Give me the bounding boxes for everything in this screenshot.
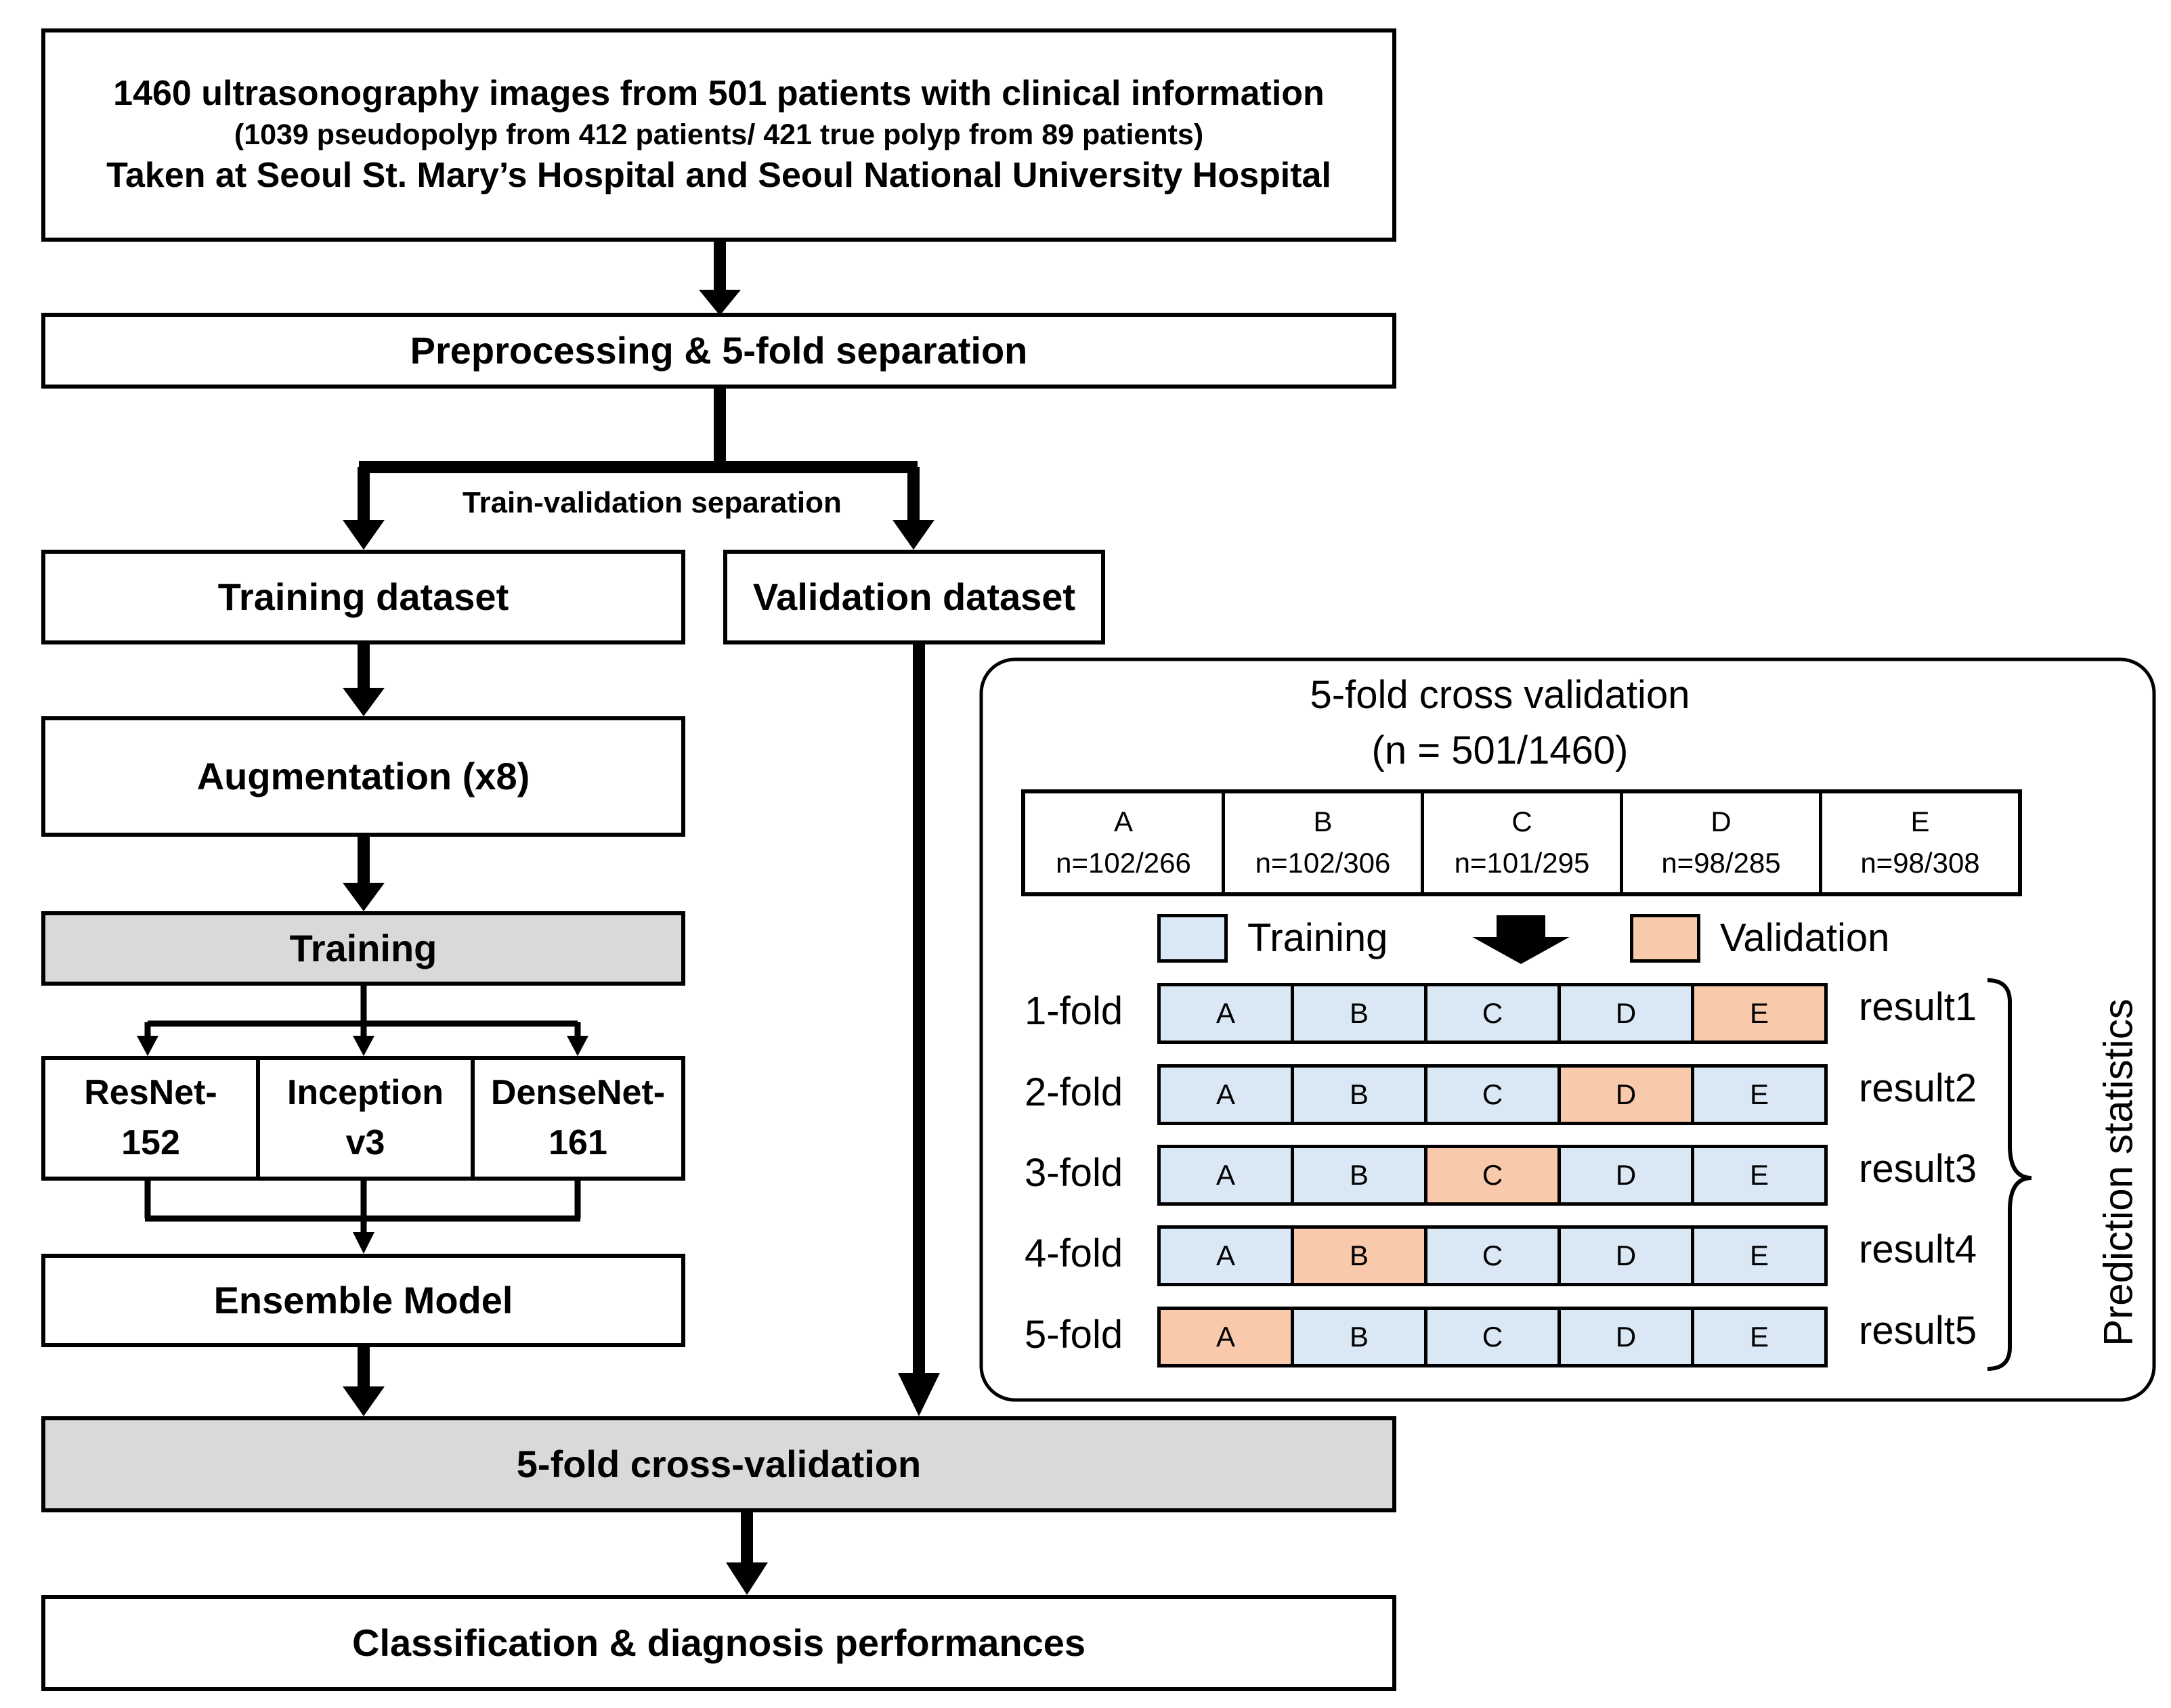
densenet-161-box: DenseNet- 161	[471, 1056, 685, 1181]
inset-down-arrow	[1472, 915, 1570, 964]
augmentation-box: Augmentation (x8)	[41, 716, 685, 837]
fold-result-label: result3	[1859, 1147, 1977, 1191]
preprocessing-box: Preprocessing & 5-fold separation	[41, 313, 1396, 389]
fold-cell-training: E	[1691, 1307, 1828, 1367]
fold-cell-training: B	[1291, 983, 1427, 1044]
fold-cell-validation: B	[1291, 1225, 1427, 1286]
fold-cell-training: B	[1291, 1145, 1427, 1206]
split-d: D n=98/285	[1623, 793, 1822, 892]
fold-label: 3-fold	[1025, 1151, 1123, 1195]
fold-cell-training: D	[1557, 1145, 1694, 1206]
fold-label: 4-fold	[1025, 1231, 1123, 1275]
training-box: Training	[41, 911, 685, 986]
legend-training-swatch	[1157, 914, 1228, 963]
fold-result-label: result5	[1859, 1309, 1977, 1353]
source-line-1: 1460 ultrasonography images from 501 pat…	[113, 73, 1325, 113]
performance-label: Classification & diagnosis performances	[352, 1621, 1086, 1664]
train-validation-separation-label: Train-validation separation	[463, 486, 842, 519]
training-dataset-label: Training dataset	[217, 575, 509, 618]
fold-cell-training: A	[1157, 983, 1294, 1044]
legend-validation-swatch	[1630, 914, 1700, 963]
validation-dataset-box: Validation dataset	[723, 550, 1105, 644]
fold-cell-training: A	[1157, 1064, 1294, 1125]
split-a: A n=102/266	[1025, 793, 1225, 892]
source-data-box: 1460 ultrasonography images from 501 pat…	[41, 28, 1396, 242]
fold-cell-training: C	[1424, 1225, 1561, 1286]
fold-cell-validation: E	[1691, 983, 1828, 1044]
fold-cell-training: D	[1557, 1225, 1694, 1286]
fold-cell-training: B	[1291, 1064, 1427, 1125]
source-line-2: (1039 pseudopolyp from 412 patients/ 421…	[234, 118, 1204, 151]
fold-label: 5-fold	[1025, 1313, 1123, 1357]
fold-cell-training: E	[1691, 1225, 1828, 1286]
arrow-to-training-dataset	[343, 520, 385, 550]
inset-title: 5-fold cross validation	[1310, 673, 1690, 717]
fold-cell-training: E	[1691, 1145, 1828, 1206]
source-line-3: Taken at Seoul St. Mary’s Hospital and S…	[106, 156, 1331, 196]
ensemble-model-label: Ensemble Model	[213, 1278, 513, 1321]
arrow-to-validation-dataset	[893, 520, 934, 550]
fold-cell-training: D	[1557, 1307, 1694, 1367]
inception-v3-box: Inception v3	[256, 1056, 475, 1181]
prediction-statistics-label: Prediction statistics	[2095, 999, 2141, 1346]
training-dataset-box: Training dataset	[41, 550, 685, 644]
fold-cell-training: A	[1157, 1145, 1294, 1206]
legend-training-label: Training	[1247, 916, 1388, 960]
fold-cell-training: B	[1291, 1307, 1427, 1367]
split-summary-table: A n=102/266 B n=102/306 C n=101/295 D n=…	[1021, 789, 2022, 896]
split-e: E n=98/308	[1860, 806, 1980, 879]
fold-cell-validation: D	[1557, 1064, 1694, 1125]
augmentation-label: Augmentation (x8)	[196, 754, 530, 797]
fold-cell-validation: A	[1157, 1307, 1294, 1367]
inset-frame	[979, 657, 2156, 1402]
fold-result-label: result1	[1859, 985, 1977, 1029]
fold-cell-training: C	[1424, 983, 1561, 1044]
fold-label: 1-fold	[1025, 989, 1123, 1033]
cross-validation-box: 5-fold cross-validation	[41, 1416, 1396, 1512]
performance-box: Classification & diagnosis performances	[41, 1595, 1396, 1691]
prediction-brace	[1987, 978, 2032, 1371]
split-b: B n=102/306	[1225, 793, 1424, 892]
ensemble-model-box: Ensemble Model	[41, 1254, 685, 1347]
legend-validation-label: Validation	[1720, 916, 1890, 960]
fold-cell-validation: C	[1424, 1145, 1561, 1206]
fold-result-label: result4	[1859, 1227, 1977, 1271]
fold-cell-training: C	[1424, 1064, 1561, 1125]
inset-subtitle: (n = 501/1460)	[1371, 728, 1629, 772]
cross-validation-label: 5-fold cross-validation	[516, 1442, 922, 1485]
arrow-validation-to-crossval	[898, 1373, 940, 1416]
fold-result-label: result2	[1859, 1066, 1977, 1110]
fold-cell-training: A	[1157, 1225, 1294, 1286]
split-c: C n=101/295	[1424, 793, 1623, 892]
training-label: Training	[289, 926, 437, 969]
resnet-152-box: ResNet- 152	[41, 1056, 260, 1181]
fold-cell-training: E	[1691, 1064, 1828, 1125]
fold-cell-training: D	[1557, 983, 1694, 1044]
fold-cell-training: C	[1424, 1307, 1561, 1367]
preprocessing-label: Preprocessing & 5-fold separation	[410, 328, 1028, 372]
validation-dataset-label: Validation dataset	[752, 575, 1076, 618]
fold-label: 2-fold	[1025, 1070, 1123, 1114]
